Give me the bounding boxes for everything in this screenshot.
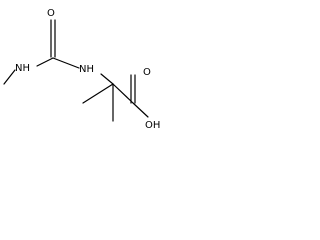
chemical-structure: NH O NH O OH (3, 8, 160, 131)
bond-carboxyl-oh (132, 102, 149, 118)
atom-label-nh-left: NH (15, 63, 30, 74)
atom-label-o-acid: O (143, 67, 151, 78)
bond-nh-carbonyl (36, 57, 54, 67)
atom-label-oh: OH (145, 120, 160, 131)
bond-quaternary-carboxyl (112, 83, 134, 104)
bond-methyl-nh (3, 69, 16, 85)
atom-label-o-urea: O (47, 8, 55, 19)
bond-carbonyl-nh (52, 57, 80, 69)
bond-quaternary-methyl-left (82, 83, 114, 104)
atom-label-nh-right: NH (79, 64, 94, 75)
bond-nh-quaternary-carbon (100, 73, 114, 85)
